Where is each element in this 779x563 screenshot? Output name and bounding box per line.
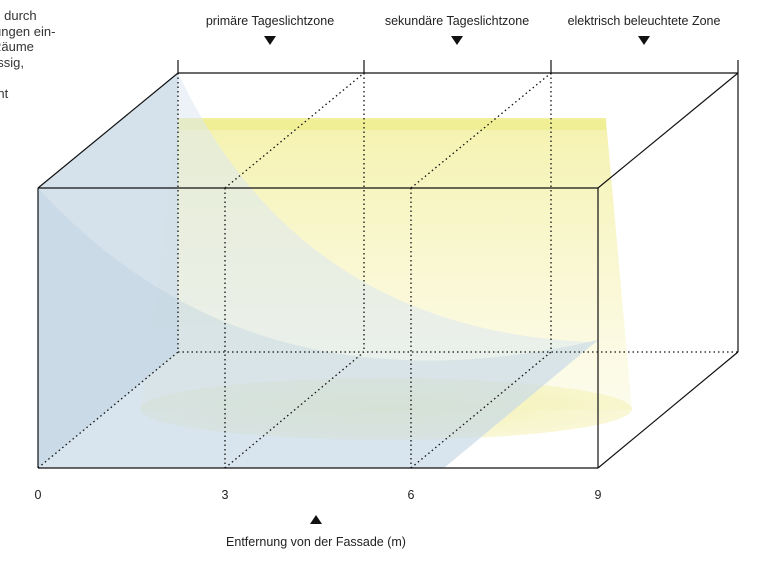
divider-3-top xyxy=(224,72,365,189)
intro-text: s durch ungen ein- Räume ässig, ei icht xyxy=(0,8,150,101)
divider-6-bottom xyxy=(410,351,552,469)
box-top-left-edge xyxy=(37,72,179,189)
axis-title: Entfernung von der Fassade (m) xyxy=(226,535,406,549)
hidden-bottom-left xyxy=(37,351,179,469)
zone-label-electric: elektrisch beleuchtete Zone xyxy=(567,14,721,28)
ceiling-light-strip xyxy=(178,118,606,130)
daylight-wedge xyxy=(38,188,598,468)
intro-line: ungen ein- xyxy=(0,23,56,39)
box-bottom-right-edge xyxy=(597,351,739,469)
axis-marker-up-icon xyxy=(310,515,322,524)
intro-line: ei xyxy=(0,70,150,86)
intro-line: Räume xyxy=(0,39,34,54)
intro-line: s durch xyxy=(0,8,37,23)
intro-line: icht xyxy=(0,85,9,101)
axis-tick-9: 9 xyxy=(594,488,602,502)
box-top-right-edge xyxy=(597,72,739,189)
intro-line: ässig, xyxy=(0,54,24,70)
zone-label-secondary: sekundäre Tageslichtzone xyxy=(384,14,530,28)
axis-tick-3: 3 xyxy=(221,488,229,502)
zone-marker-secondary-icon xyxy=(451,36,463,45)
divider-3-bottom xyxy=(224,351,365,469)
zone-marker-electric-icon xyxy=(638,36,650,45)
axis-tick-6: 6 xyxy=(407,488,415,502)
zone-label-primary: primäre Tageslichtzone xyxy=(205,14,335,28)
divider-6-top xyxy=(410,72,552,189)
axis-tick-0: 0 xyxy=(34,488,42,502)
zone-marker-primary-icon xyxy=(264,36,276,45)
daylight-far-diffusion xyxy=(38,73,598,361)
